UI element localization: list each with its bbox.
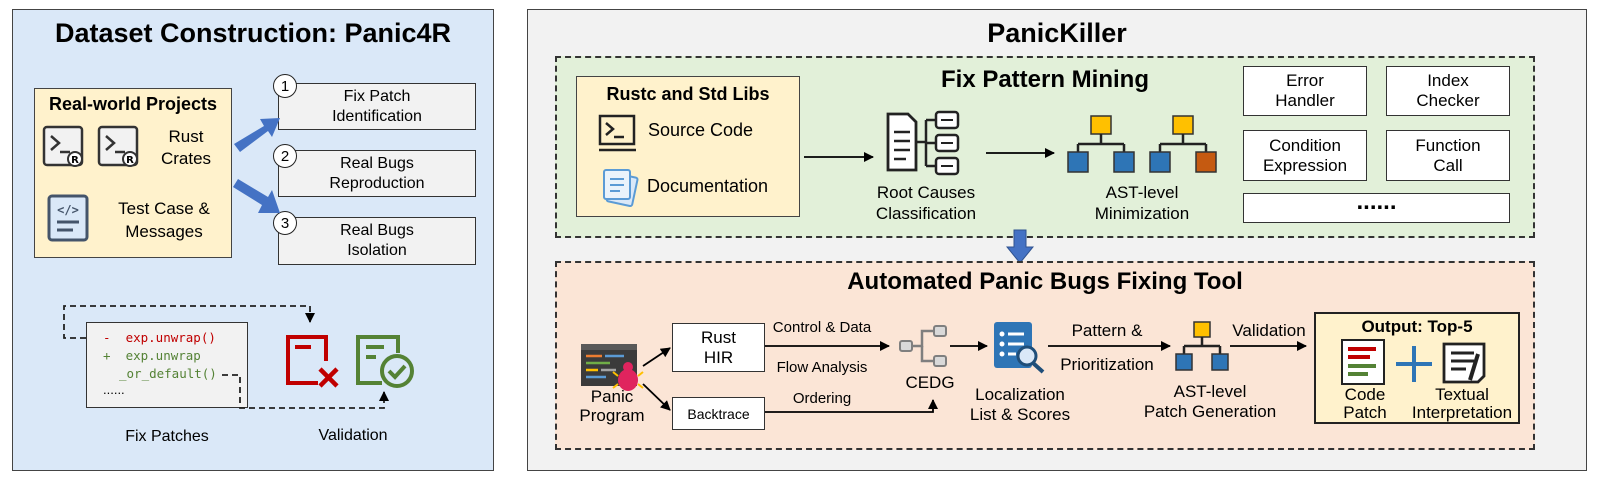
svg-text:R: R xyxy=(71,155,79,166)
test-case-label: Test Case &Messages xyxy=(118,199,210,241)
failed-validation-icon xyxy=(286,335,339,388)
block-arrow-up-right xyxy=(234,118,280,152)
flow-analysis-label: Flow Analysis xyxy=(776,359,868,376)
rust-terminal-icon: R xyxy=(42,125,84,167)
block-arrow-down xyxy=(1006,229,1034,264)
control-data-label: Control & Data xyxy=(772,319,872,336)
step-number-1: 1 xyxy=(273,74,297,98)
fix-pattern-mining-title: Fix Pattern Mining xyxy=(940,66,1149,93)
panickiller-title: PanicKiller xyxy=(987,18,1127,48)
arrow-program-to-hir xyxy=(642,347,671,367)
fix-patches-label: Fix Patches xyxy=(125,428,209,445)
classification-tree-icon xyxy=(886,110,960,176)
validation-label-right: Validation xyxy=(1232,321,1306,340)
pattern-label: Pattern & xyxy=(1071,321,1143,340)
source-code-label: Source Code xyxy=(648,120,754,140)
cedg-graph-icon xyxy=(899,325,947,367)
code-patch-icon xyxy=(1341,339,1385,385)
arrow-program-to-backtrace xyxy=(642,383,671,411)
validation-dashed-connector xyxy=(222,374,389,409)
textual-document-icon xyxy=(1442,342,1486,384)
ast-tree-modified-icon xyxy=(1149,115,1217,173)
terminal-icon xyxy=(598,114,636,152)
step-number-2: 2 xyxy=(273,144,297,168)
pattern-more: ...... xyxy=(1243,190,1510,223)
plus-icon xyxy=(1396,346,1432,382)
patch-ellipsis: ...... xyxy=(103,382,125,397)
panic-program-icon xyxy=(581,344,644,391)
prioritization-label: Prioritization xyxy=(1060,355,1154,374)
ast-generation-icon xyxy=(1175,321,1229,371)
localization-list-icon xyxy=(994,322,1045,374)
rustc-std-libs-title: Rustc and Std Libs xyxy=(606,84,770,104)
real-world-projects-title: Real-world Projects xyxy=(48,94,218,114)
ordering-label: Ordering xyxy=(792,390,852,407)
ast-tree-icon xyxy=(1067,115,1135,173)
output-title: Output: Top-5 xyxy=(1361,317,1473,336)
fix-patch-code-box xyxy=(86,322,248,408)
documentation-label: Documentation xyxy=(647,176,769,196)
rust-terminal-icon: R xyxy=(97,125,139,167)
arrow-backtrace-to-cedg xyxy=(765,399,938,413)
fixing-tool-title: Automated Panic Bugs Fixing Tool xyxy=(847,268,1243,295)
svg-text:</>: </> xyxy=(57,203,79,217)
backtrace-box: Backtrace xyxy=(672,397,765,430)
validation-label-left: Validation xyxy=(318,427,388,444)
patch-removed-line: - exp.unwrap() xyxy=(103,330,216,345)
patch-added-continuation: _or_default() xyxy=(119,366,217,381)
cedg-label: CEDG xyxy=(905,373,955,392)
patch-added-line: + exp.unwrap xyxy=(103,348,201,363)
passed-validation-icon xyxy=(356,335,414,388)
dataset-construction-title: Dataset Construction: Panic4R xyxy=(54,18,452,48)
svg-text:R: R xyxy=(126,155,134,166)
code-document-icon: </> xyxy=(47,194,89,242)
fix-patch-dashed-connector xyxy=(63,305,315,339)
block-arrow-down-right xyxy=(233,179,280,213)
documentation-icon xyxy=(603,169,639,208)
step-number-3: 3 xyxy=(273,211,297,235)
